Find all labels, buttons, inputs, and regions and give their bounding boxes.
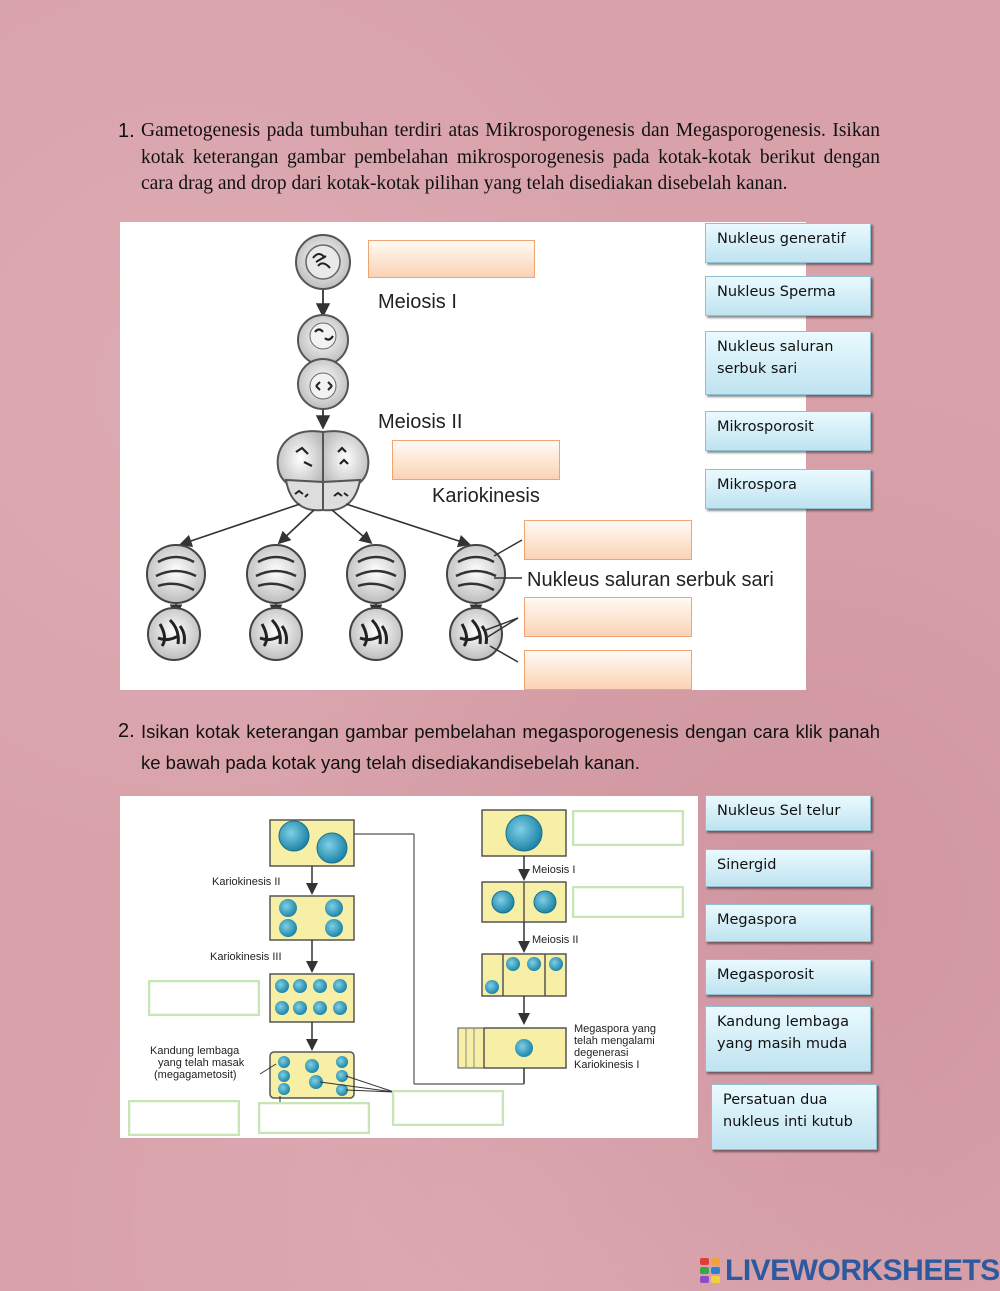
drop-box-1[interactable]: [368, 240, 535, 278]
microsporogenesis-diagram: Meiosis I Meiosis II Kariokinesis Nukleu…: [120, 222, 806, 690]
choice-persatuan-dua-nukleus[interactable]: Persatuan dua nukleus inti kutub: [711, 1084, 877, 1150]
choice-megasporosit[interactable]: Megasporosit: [705, 959, 871, 995]
megasporogenesis-diagram: Kariokinesis II Kariokinesis III Kandung…: [120, 796, 698, 1138]
pollen-grain-row: [147, 607, 503, 661]
question-1-number: 1.: [118, 120, 135, 142]
question-1-text: Gametogenesis pada tumbuhan terdiri atas…: [141, 120, 880, 194]
answer-box-6[interactable]: [392, 1090, 504, 1126]
choice-mikrospora[interactable]: Mikrospora: [705, 469, 871, 509]
label-kandung-line3: (megagametosit): [154, 1069, 237, 1081]
choice-nukleus-saluran-serbuk-sari[interactable]: Nukleus saluran serbuk sari: [705, 331, 871, 395]
choice-nukleus-sperma[interactable]: Nukleus Sperma: [705, 276, 871, 316]
microspore-row: [146, 544, 506, 604]
answer-box-2[interactable]: [572, 886, 684, 918]
label-megaspora-line3: degenerasi: [574, 1047, 628, 1059]
label-meiosis-1: Meiosis I: [378, 291, 457, 313]
choice-megaspora[interactable]: Megaspora: [705, 904, 871, 942]
label-meiosis-1: Meiosis I: [532, 864, 575, 876]
label-meiosis-2: Meiosis II: [532, 934, 578, 946]
label-megaspora-line1: Megaspora yang: [574, 1023, 656, 1035]
brand-name: LIVEWORKSHEETS: [725, 1254, 1000, 1287]
drop-box-3[interactable]: [524, 520, 692, 560]
drop-box-4[interactable]: [524, 597, 692, 637]
label-meiosis-2: Meiosis II: [378, 411, 462, 433]
answer-box-5[interactable]: [258, 1102, 370, 1134]
liveworksheets-logo-icon: [700, 1258, 722, 1284]
answer-box-4[interactable]: [128, 1100, 240, 1136]
choice-sinergid[interactable]: Sinergid: [705, 849, 871, 887]
microsporogenesis-svg: Meiosis I Meiosis II Kariokinesis Nukleu…: [146, 234, 774, 663]
choice-kandung-lembaga-muda[interactable]: Kandung lembaga yang masih muda: [705, 1006, 871, 1072]
label-kandung-line1: Kandung lembaga: [150, 1045, 240, 1057]
question-2-text: Isikan kotak keterangan gambar pembelaha…: [141, 721, 880, 773]
mature-embryo-sac: [269, 1051, 355, 1099]
drop-box-2[interactable]: [392, 440, 560, 480]
label-megaspora-line4: Kariokinesis I: [574, 1059, 639, 1071]
label-kariokinesis-3: Kariokinesis III: [210, 951, 282, 963]
question-2-number: 2.: [118, 720, 135, 742]
answer-box-3[interactable]: [148, 980, 260, 1016]
choice-nukleus-generatif[interactable]: Nukleus generatif: [705, 223, 871, 263]
liveworksheets-brand: LIVEWORKSHEETS: [700, 1254, 1000, 1287]
label-kariokinesis: Kariokinesis: [432, 485, 540, 507]
choice-mikrosporosit[interactable]: Mikrosporosit: [705, 411, 871, 451]
drop-box-5[interactable]: [524, 650, 692, 690]
choice-nukleus-sel-telur[interactable]: Nukleus Sel telur: [705, 795, 871, 831]
label-kariokinesis-2: Kariokinesis II: [212, 876, 280, 888]
megasporogenesis-svg: Kariokinesis II Kariokinesis III Kandung…: [150, 809, 656, 1106]
label-kandung-line2: yang telah masak: [158, 1057, 245, 1069]
label-megaspora-line2: telah mengalami: [574, 1035, 655, 1047]
answer-box-1[interactable]: [572, 810, 684, 846]
label-nukleus-saluran: Nukleus saluran serbuk sari: [527, 569, 774, 591]
